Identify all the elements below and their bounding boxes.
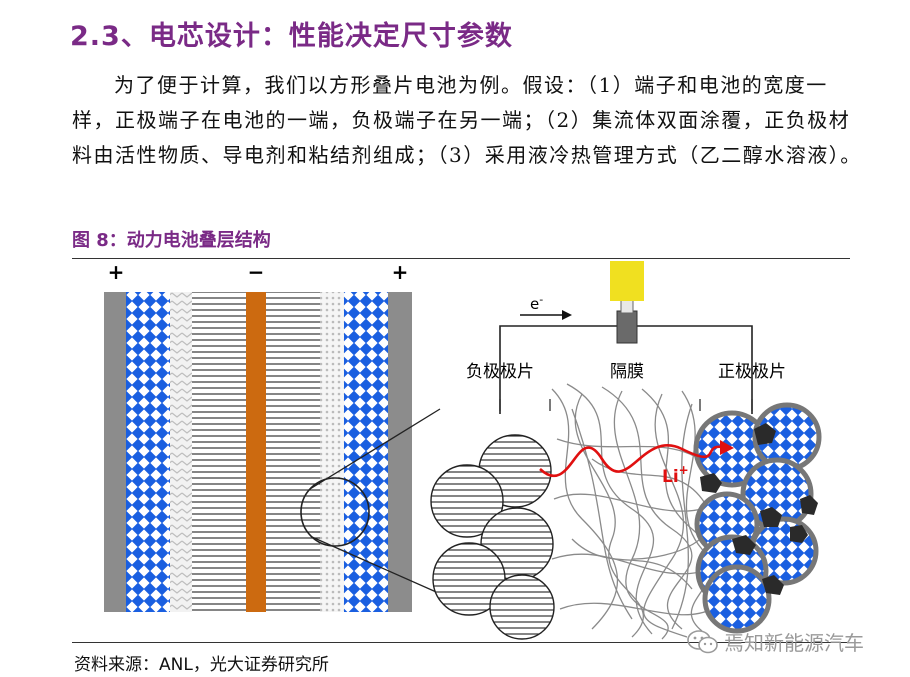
external-circuit: e- <box>499 261 753 414</box>
separator-right <box>320 292 344 612</box>
anode-particles <box>430 434 555 640</box>
negative-terminal: − <box>248 260 265 284</box>
bulb-neck <box>620 298 634 314</box>
body-paragraph: 为了便于计算，我们以方形叠片电池为例。假设：（1）端子和电池的宽度一样，正极端子… <box>72 73 862 167</box>
electron-label: e- <box>530 293 543 313</box>
lithium-ion-arrowhead <box>720 440 734 455</box>
cathode-coating-right <box>344 292 388 612</box>
watermark-text: 焉知新能源汽车 <box>724 631 864 655</box>
carbon-additive <box>700 423 818 595</box>
anode-coating-right <box>266 292 320 612</box>
cathode-foil-left <box>104 292 126 612</box>
lithium-ion-label: Li+ <box>662 463 689 487</box>
lithium-ion-path <box>539 444 723 478</box>
bulb-base <box>616 310 638 344</box>
bulb-icon <box>610 261 644 301</box>
wechat-icon <box>687 629 718 653</box>
cathode-label: 正极极片 <box>718 362 786 382</box>
magnifier-circle <box>300 477 370 547</box>
anode-coating-left <box>192 292 246 612</box>
separator-left <box>170 292 192 612</box>
source-note: 资料来源：ANL，光大证券研究所 <box>74 655 329 675</box>
figure-caption: 图 8：动力电池叠层结构 <box>72 230 271 251</box>
zoom-line-bottom <box>311 536 453 600</box>
layer-stack <box>104 292 412 612</box>
caption-rule <box>72 258 850 259</box>
anode-label: 负极极片 <box>466 362 534 382</box>
positive-terminal-right: + <box>392 260 409 284</box>
separator-fibres <box>551 383 718 640</box>
positive-terminal-left: + <box>108 260 125 284</box>
cathode-foil-right <box>388 292 412 612</box>
section-heading: 2.3、电芯设计：性能决定尺寸参数 <box>70 21 513 52</box>
watermark: 焉知新能源汽车 <box>686 627 864 656</box>
separator-label: 隔膜 <box>610 362 644 382</box>
footer-rule <box>72 642 850 643</box>
cathode-coating-left <box>126 292 170 612</box>
anode-copper-foil <box>246 292 266 612</box>
battery-stack-figure: + − + e- 负极极片 隔膜 正极极片 <box>104 260 822 640</box>
zoom-line-top <box>309 408 441 490</box>
